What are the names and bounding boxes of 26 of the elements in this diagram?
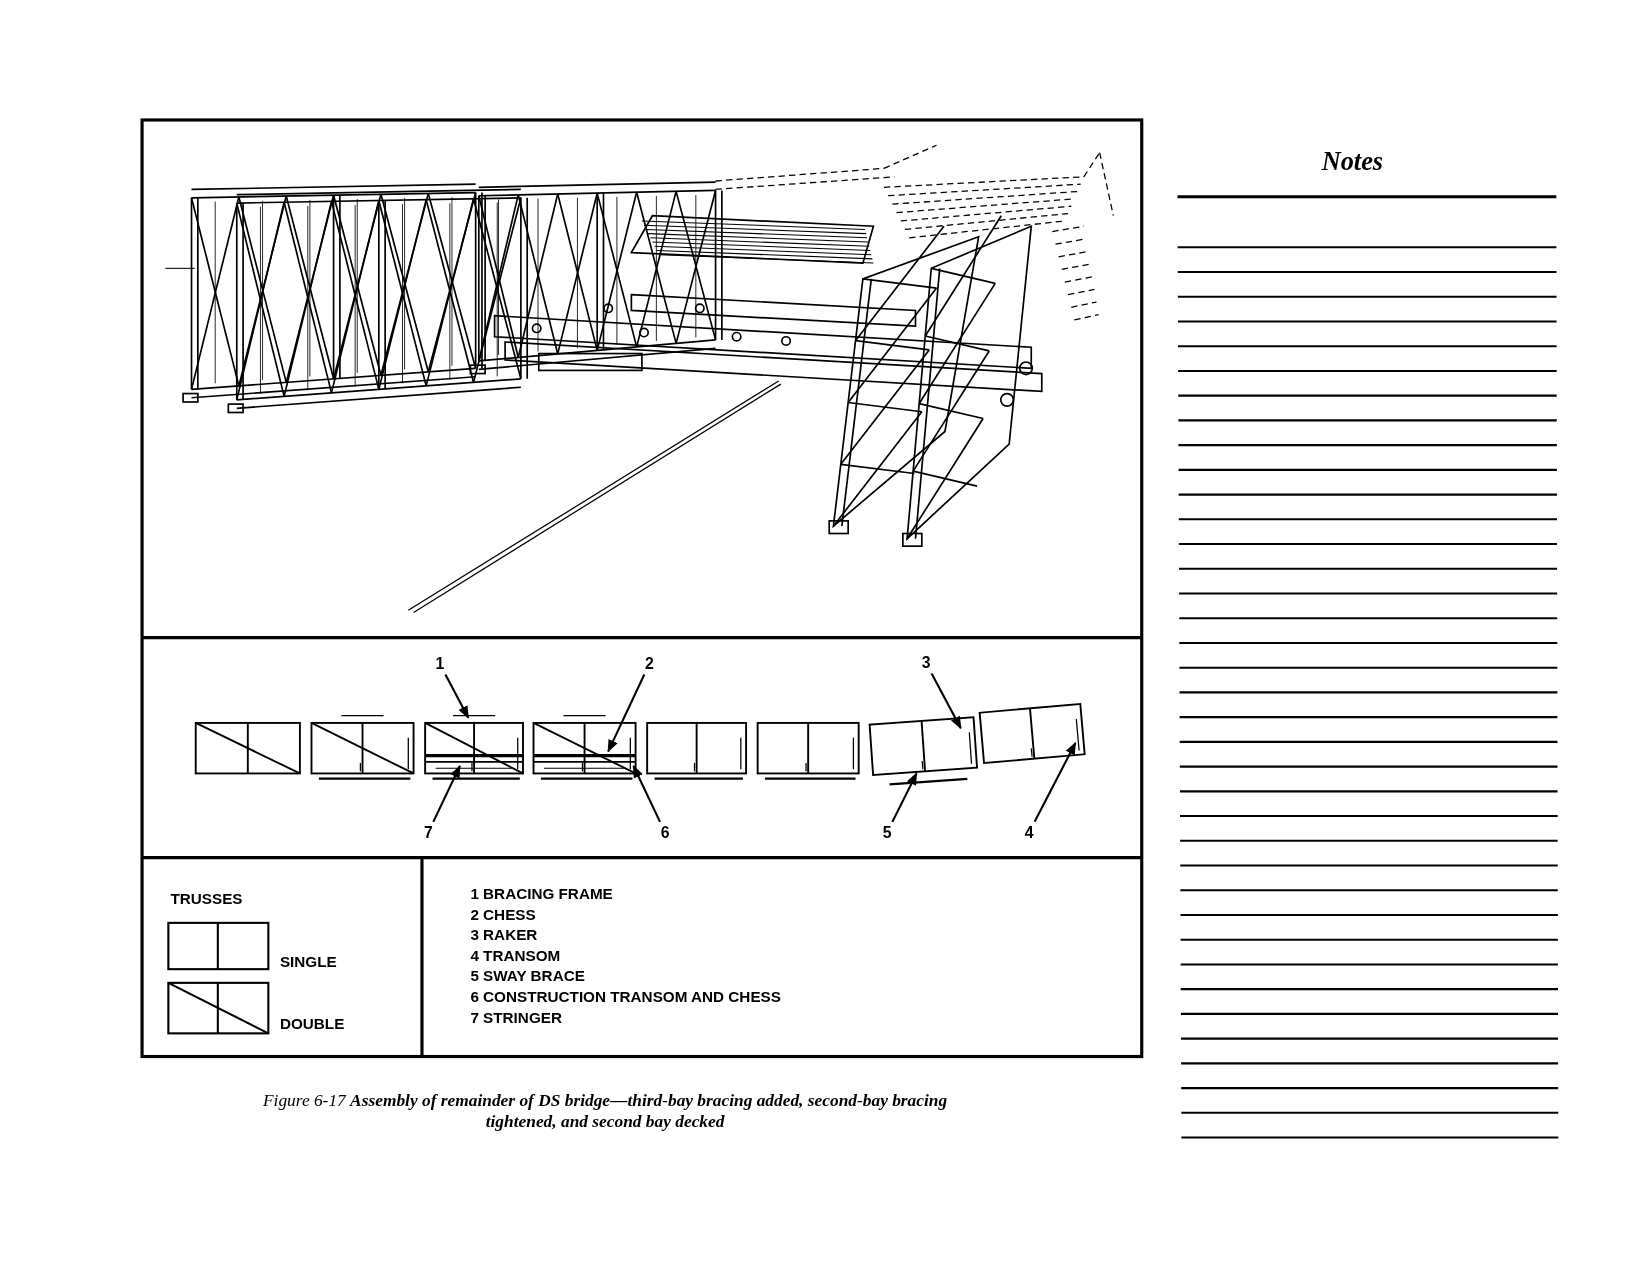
key-entry: 2 CHESS	[470, 905, 536, 923]
key-entry: 5 SWAY BRACE	[470, 967, 585, 985]
key-entry: 3 RAKER	[470, 926, 538, 944]
callout-number: 1	[431, 654, 449, 674]
figure-caption: Figure 6-17 Assembly of remainder of DS bridge—third-bay bracing added, second-bay bracing tightened, and second bay decked	[262, 1090, 949, 1133]
callout-number: 7	[419, 822, 437, 842]
key-entry: 1 BRACING FRAME	[470, 885, 613, 902]
leader-line	[444, 674, 470, 719]
callout-number: 4	[1020, 822, 1038, 842]
legend-label: SINGLE	[279, 953, 337, 971]
callout-number: 5	[878, 822, 896, 842]
leader-line	[607, 674, 646, 753]
legend-heading: TRUSSES	[170, 890, 243, 908]
leader-line	[891, 772, 918, 823]
key-entry: 6 CONSTRUCTION TRANSOM AND CHESS	[470, 988, 781, 1005]
legend-label: DOUBLE	[279, 1015, 345, 1033]
leader-line	[632, 764, 661, 823]
callout-number: 6	[656, 822, 674, 842]
leader-line	[1033, 741, 1077, 823]
leader-line	[930, 672, 962, 730]
callout-number: 3	[917, 653, 935, 673]
key-entry: 7 STRINGER	[470, 1008, 562, 1026]
key-entry: 4 TRANSOM	[470, 946, 561, 964]
notes-heading: Notes	[1321, 147, 1384, 177]
leader-line	[432, 764, 461, 823]
callout-number: 2	[640, 654, 658, 674]
